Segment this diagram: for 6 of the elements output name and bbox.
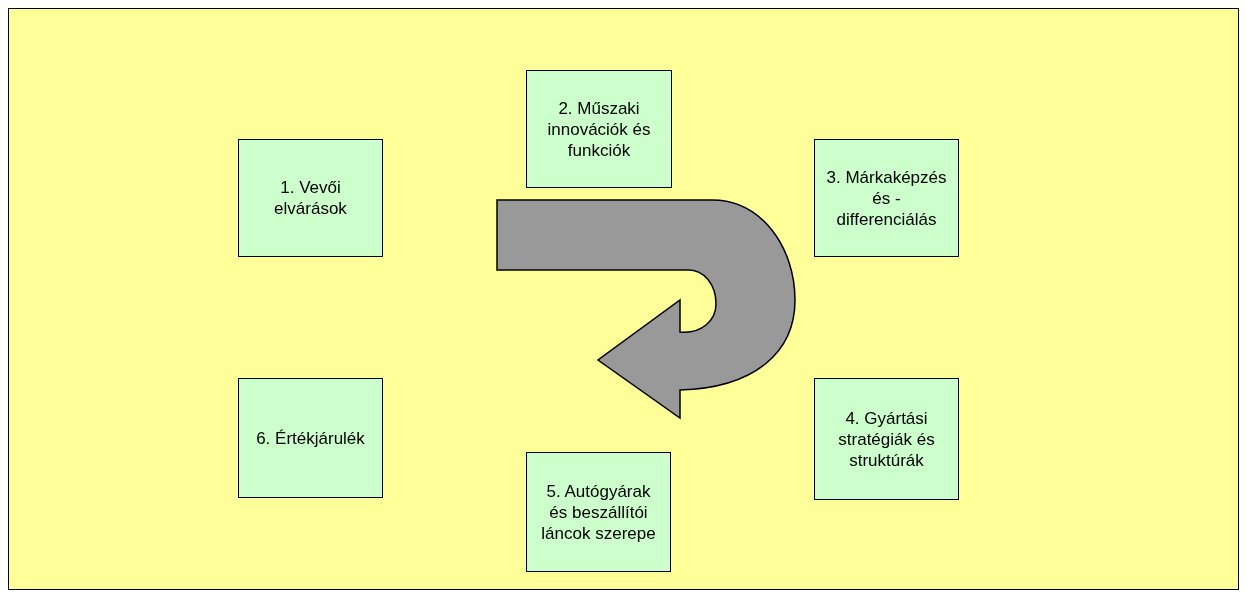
- process-box: 6. Értékjárulék: [238, 378, 383, 498]
- process-box: 5. Autógyárak és beszállítói láncok szerepe: [526, 452, 671, 572]
- process-box: 4. Gyártási stratégiák és struktúrák: [814, 378, 959, 500]
- process-box: 2. Műszaki innovációk és funkciók: [526, 70, 672, 188]
- process-box: 1. Vevői elvárások: [238, 139, 383, 257]
- process-box: 3. Márkaképzés és -differenciálás: [814, 139, 959, 257]
